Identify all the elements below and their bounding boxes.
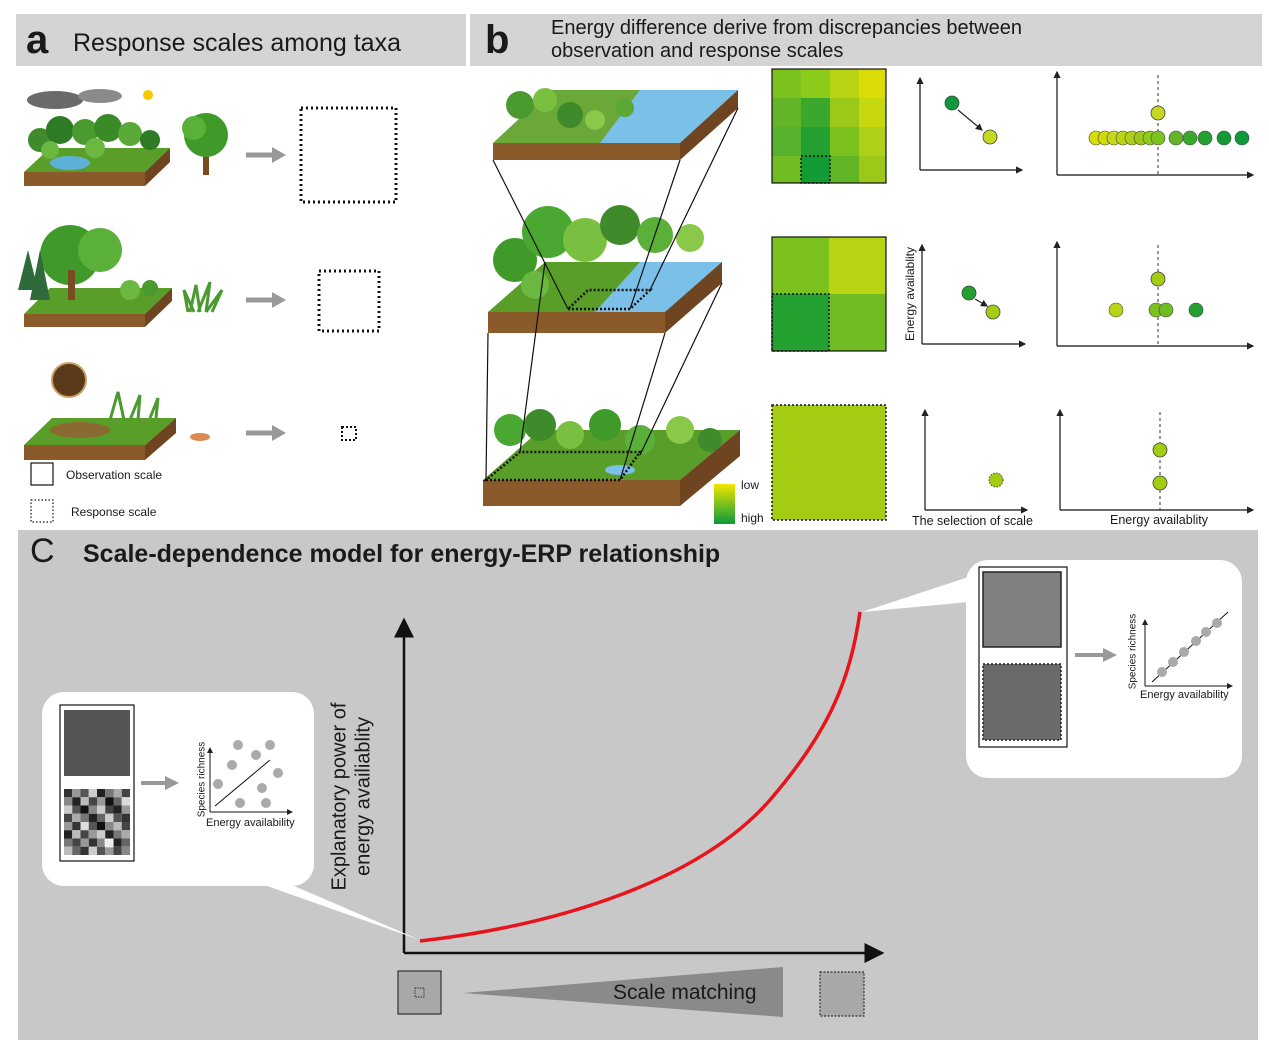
zoom-connector-lines bbox=[485, 107, 739, 481]
tree-icon bbox=[182, 113, 228, 175]
matched-scale-square bbox=[819, 971, 865, 1017]
landscape-forest-block-2 bbox=[18, 225, 172, 327]
energy-plot-row3 bbox=[1056, 408, 1255, 514]
explanatory-power-curve bbox=[419, 611, 862, 943]
panel-b-title-line2: observation and response scales bbox=[551, 40, 844, 62]
panel-a-title: Response scales among taxa bbox=[73, 29, 401, 57]
landscape-layer-bottom bbox=[483, 409, 740, 506]
panel-b-header bbox=[470, 14, 1262, 66]
panel-a-letter: a bbox=[26, 18, 49, 62]
arrow-right-icon bbox=[246, 292, 286, 308]
legend-response-label: Response scale bbox=[71, 505, 157, 519]
colorbar-low-label: low bbox=[741, 478, 760, 492]
arrow-right-icon bbox=[141, 776, 179, 790]
left-inset-y-label: Species richness bbox=[196, 741, 208, 818]
landscape-forest-block-1 bbox=[24, 89, 170, 186]
panel-c-title: Scale-dependence model for energy-ERP re… bbox=[83, 540, 721, 568]
observation-square-matched bbox=[982, 571, 1062, 648]
energy-plot-row2 bbox=[1053, 240, 1255, 350]
response-scale-mite bbox=[341, 426, 357, 441]
energy-x-axis-label: Energy availablity bbox=[1110, 513, 1208, 527]
arrow-right-icon bbox=[1075, 648, 1117, 662]
mismatched-scale-square bbox=[397, 970, 442, 1015]
energy-grid-1x1 bbox=[771, 404, 887, 521]
arrow-right-icon bbox=[246, 147, 286, 163]
right-callout-pointer bbox=[862, 570, 990, 612]
scale-plot-row1 bbox=[916, 76, 1024, 174]
response-scale-on-bottom bbox=[482, 450, 643, 482]
panel-a-header bbox=[16, 14, 466, 66]
landscape-layer-middle bbox=[488, 205, 722, 333]
energy-grid-2x2 bbox=[771, 236, 887, 352]
response-scale-swatch bbox=[30, 499, 54, 523]
panel-c-letter: C bbox=[30, 532, 55, 570]
scale-matching-wedge bbox=[463, 967, 783, 1017]
y-axis-label-line2: energy availiablity bbox=[352, 717, 375, 876]
mite-icon bbox=[190, 433, 210, 441]
landscape-layer-top bbox=[493, 88, 738, 160]
left-callout-pointer bbox=[250, 880, 420, 940]
response-square-matched bbox=[982, 663, 1062, 741]
landscape-soil-block-3 bbox=[24, 362, 176, 460]
panel-b-title-line1: Energy difference derive from discrepanc… bbox=[551, 17, 1022, 39]
right-inset-y-label: Species richness bbox=[1127, 613, 1139, 690]
observation-scale-swatch bbox=[30, 462, 54, 486]
right-inset-scatter bbox=[1142, 611, 1233, 689]
energy-plot-row1 bbox=[1053, 70, 1255, 179]
right-inset-x-label: Energy availability bbox=[1140, 689, 1229, 701]
scale-plot-row2 bbox=[918, 243, 1027, 348]
y-axis-label-line1: Explanatory power of bbox=[328, 702, 351, 891]
panel-b-letter: b bbox=[485, 18, 510, 62]
energy-colorbar bbox=[714, 484, 735, 524]
left-inset-x-label: Energy availability bbox=[206, 817, 295, 829]
left-inset-scatter bbox=[207, 740, 293, 815]
energy-y-axis-label: Energy availablity bbox=[903, 246, 917, 342]
x-axis-label: Scale matching bbox=[613, 981, 757, 1004]
response-scale-on-middle bbox=[564, 288, 654, 311]
mismatch-checker-grid bbox=[64, 789, 130, 855]
arrow-right-icon bbox=[246, 425, 286, 441]
grass-icon bbox=[182, 281, 224, 313]
scale-plot-row3 bbox=[921, 408, 1029, 514]
colorbar-high-label: high bbox=[741, 511, 764, 525]
legend-observation-label: Observation scale bbox=[66, 468, 163, 482]
response-scale-grass bbox=[317, 269, 381, 333]
energy-grid-4x4 bbox=[771, 68, 887, 184]
small-response-square bbox=[414, 987, 425, 998]
response-scale-tree bbox=[299, 106, 398, 204]
scale-x-axis-label: The selection of scale bbox=[912, 514, 1033, 528]
observation-square-dark bbox=[64, 710, 130, 776]
